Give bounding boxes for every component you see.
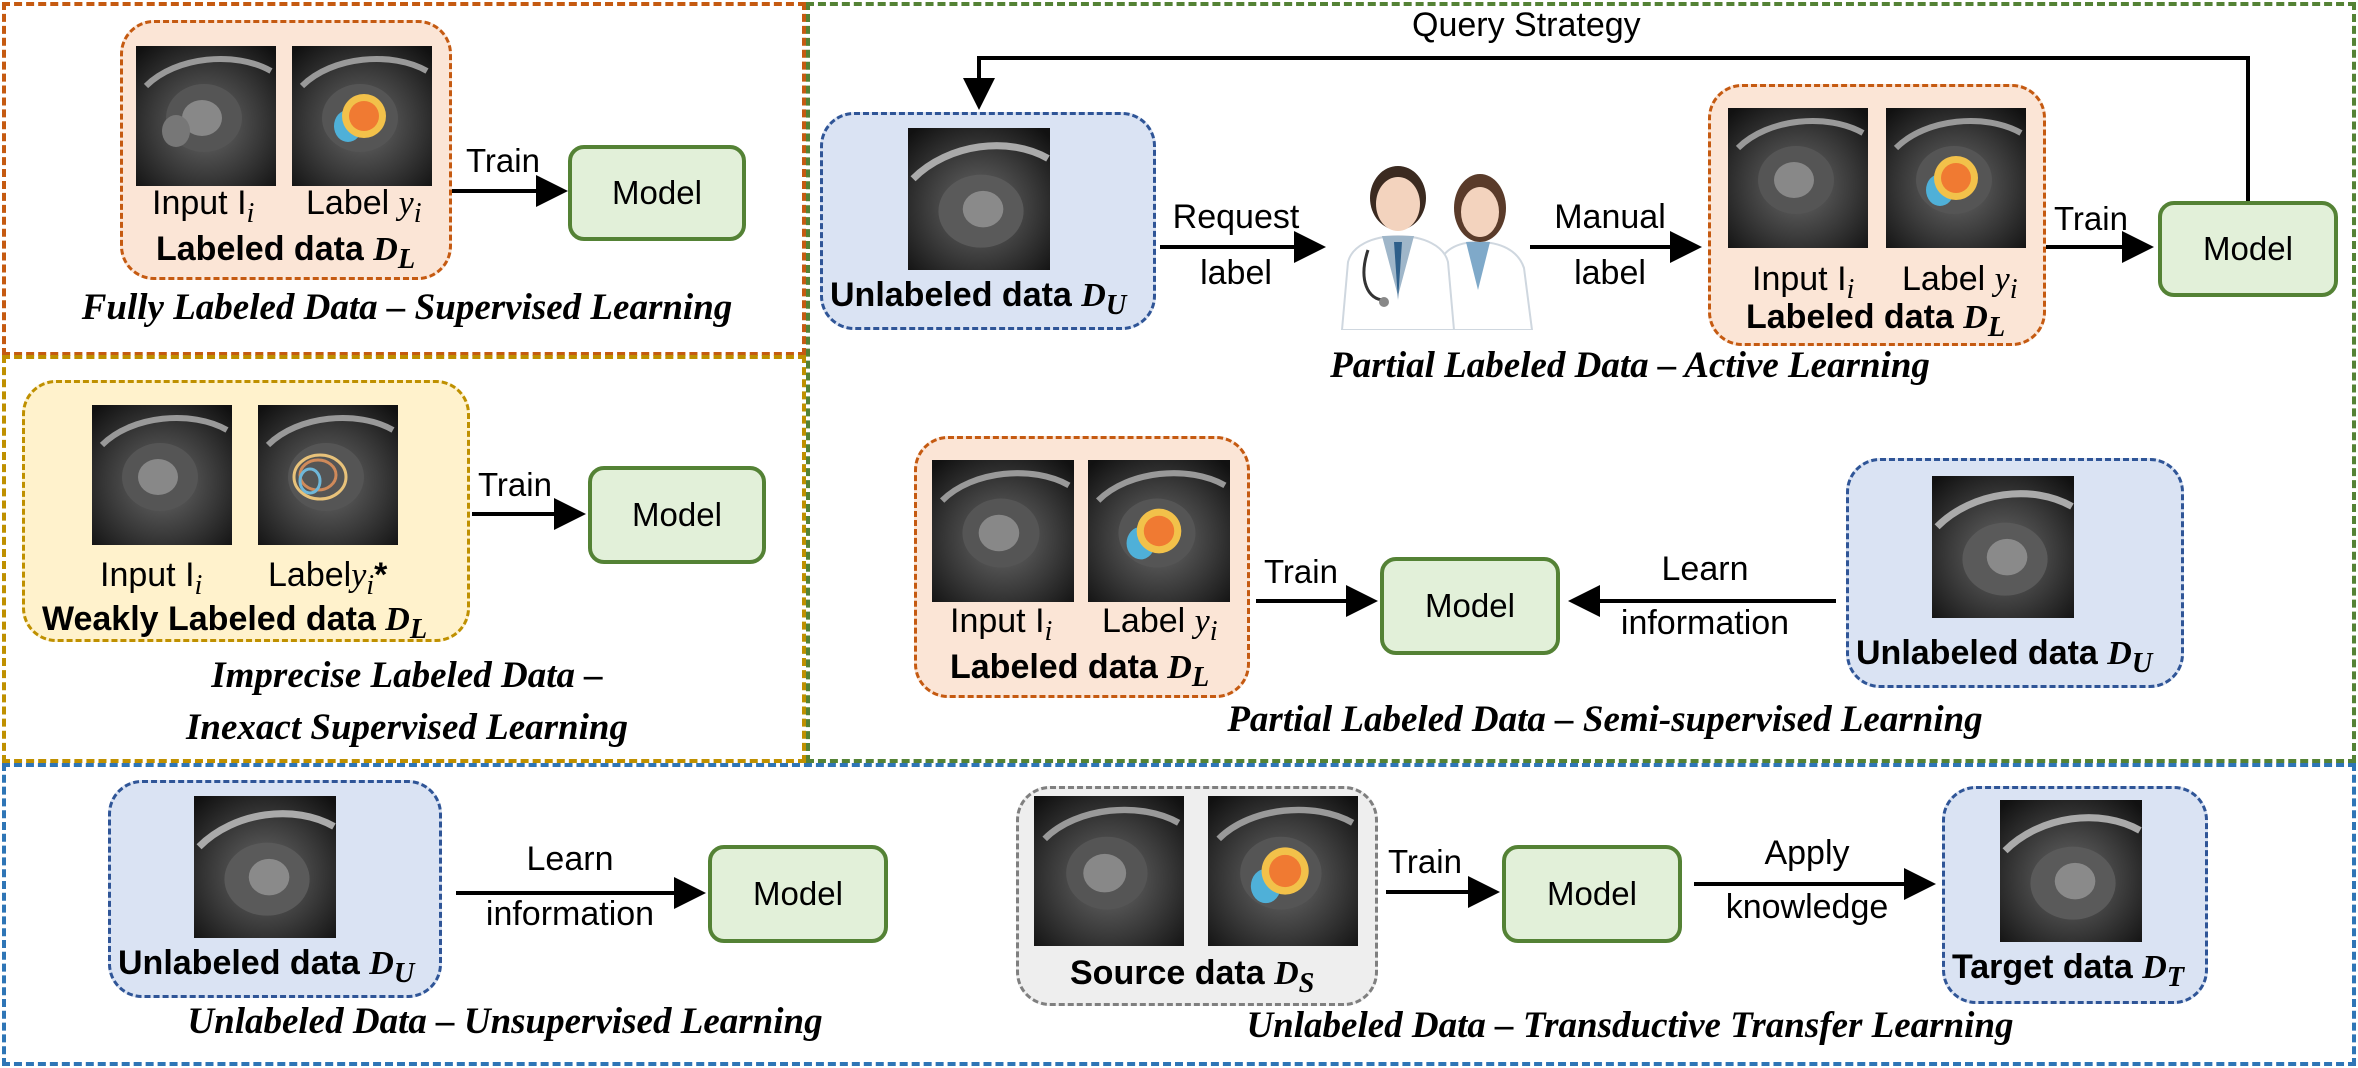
inexact-region	[2, 355, 806, 763]
learn-label-line2: information	[485, 895, 655, 933]
train-label: Train	[2054, 200, 2128, 237]
input-label: Input Ii	[100, 556, 203, 601]
learn-label-line2: information	[1620, 604, 1790, 642]
mri-unlabeled-image	[1932, 476, 2074, 618]
doctors-icon	[1340, 166, 1534, 330]
mri-label-image	[1088, 460, 1230, 602]
learn-label-line1: Learn	[1661, 550, 1749, 588]
mri-source-label-image	[1208, 796, 1358, 946]
labeled-data-title: Labeled data DL	[156, 230, 416, 275]
labeled-data-title: Labeled data DL	[950, 648, 1210, 693]
mri-weak-label-image	[258, 405, 398, 545]
unlabeled-data-title: Unlabeled data DU	[830, 276, 1127, 321]
semi-caption: Partial Labeled Data – Semi-supervised L…	[1227, 699, 1983, 740]
apply-label-line1: Apply	[1764, 834, 1850, 872]
source-data-title: Source data DS	[1070, 954, 1315, 999]
train-label: Train	[478, 466, 552, 503]
inexact-caption-line2: Inexact Supervised Learning	[186, 707, 628, 748]
model-box: Model	[588, 466, 766, 564]
unlabeled-data-title: Unlabeled data DU	[118, 944, 415, 989]
label-label: Label yi	[1902, 260, 2018, 305]
model-box: Model	[1502, 845, 1682, 943]
model-box: Model	[2158, 201, 2338, 297]
manual-label-line2: label	[1574, 254, 1646, 292]
mri-label-image	[1886, 108, 2026, 248]
mri-source-image	[1034, 796, 1184, 946]
arrow-query-strategy	[963, 56, 2250, 201]
manual-label-line1: Manual	[1554, 198, 1666, 236]
active-caption: Partial Labeled Data – Active Learning	[1330, 345, 1930, 386]
train-label: Train	[1388, 843, 1462, 880]
learn-label-line1: Learn	[526, 840, 614, 878]
mri-input-image	[1728, 108, 1868, 248]
mri-unlabeled-image	[194, 796, 336, 938]
query-strategy-label: Query Strategy	[1406, 6, 1647, 45]
train-label: Train	[1264, 553, 1338, 590]
input-label: Input Ii	[1752, 260, 1855, 305]
mri-input-image	[932, 460, 1074, 602]
request-label-line1: Request	[1172, 198, 1300, 236]
unlabeled-region	[2, 763, 2356, 1066]
mri-input-image	[136, 46, 276, 186]
input-label: Input Ii	[950, 602, 1053, 647]
mri-target-image	[2000, 800, 2142, 942]
weak-label-label: Labelyi*	[268, 556, 388, 601]
weakly-labeled-data-title: Weakly Labeled data DL	[42, 600, 428, 645]
apply-label-line2: knowledge	[1725, 888, 1889, 926]
label-label: Label yi	[1102, 602, 1218, 647]
unsupervised-caption: Unlabeled Data – Unsupervised Learning	[187, 1001, 823, 1042]
model-box: Model	[568, 145, 746, 241]
partial-labeled-region	[806, 2, 2356, 763]
transductive-caption: Unlabeled Data – Transductive Transfer L…	[1246, 1005, 2014, 1046]
model-box: Model	[1380, 557, 1560, 655]
target-data-title: Target data DT	[1952, 948, 2185, 993]
unlabeled-data-title: Unlabeled data DU	[1856, 634, 2153, 679]
request-label-line2: label	[1200, 254, 1272, 292]
supervised-caption: Fully Labeled Data – Supervised Learning	[81, 287, 733, 328]
inexact-caption-line1: Imprecise Labeled Data –	[211, 655, 603, 696]
label-label: Label yi	[306, 184, 422, 229]
mri-unlabeled-image	[908, 128, 1050, 270]
mri-input-image	[92, 405, 232, 545]
labeled-data-title: Labeled data DL	[1746, 298, 2006, 343]
train-label: Train	[466, 142, 540, 179]
mri-label-image	[292, 46, 432, 186]
model-box: Model	[708, 845, 888, 943]
input-label: Input Ii	[152, 184, 255, 229]
supervised-region	[2, 2, 806, 356]
